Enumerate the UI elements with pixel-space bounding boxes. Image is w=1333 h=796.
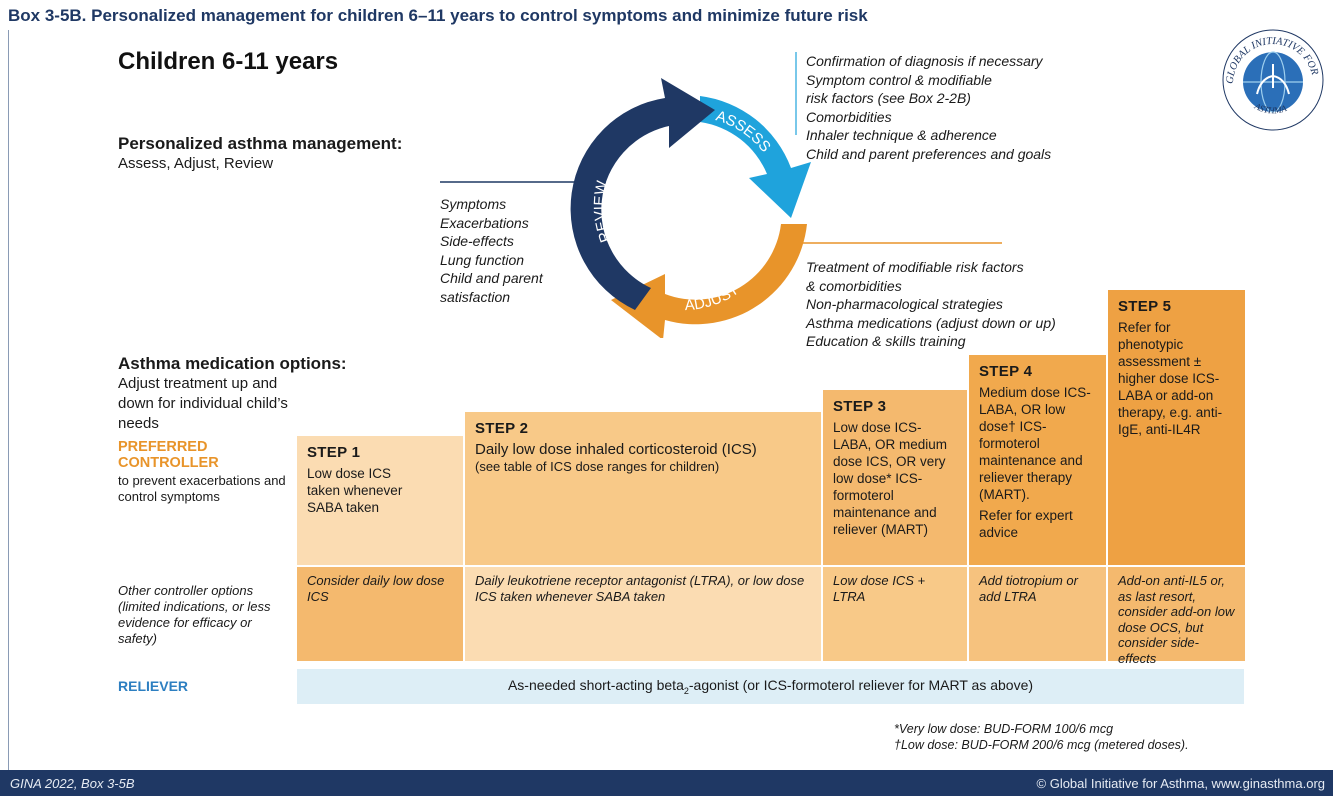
preferred-controller-sub: to prevent exacerbations and control sym… bbox=[118, 473, 286, 504]
preferred-controller-line1: PREFERRED bbox=[118, 439, 208, 455]
footnote-very-low-dose: *Very low dose: BUD-FORM 100/6 mcg bbox=[894, 722, 1114, 736]
adjust-item: Non-pharmacological strategies bbox=[806, 296, 1003, 312]
step-4-note: Refer for expert advice bbox=[979, 508, 1073, 540]
footer-copyright: © Global Initiative for Asthma, www.gina… bbox=[1036, 776, 1325, 791]
step-4: STEP 4 Medium dose ICS-LABA, OR low dose… bbox=[969, 355, 1106, 565]
medication-heading: Asthma medication options: bbox=[118, 354, 347, 373]
management-cycle: ASSESS ADJUST REVIEW bbox=[570, 78, 811, 338]
reliever-text: As-needed short-acting beta2-agonist (or… bbox=[507, 677, 1034, 696]
review-item: Child and parent bbox=[440, 270, 543, 286]
step-5-text: Refer for phenotypic assessment ± higher… bbox=[1118, 320, 1223, 437]
step-3: STEP 3 Low dose ICS-LABA, OR medium dose… bbox=[823, 390, 967, 565]
step-4-title: STEP 4 bbox=[979, 363, 1033, 380]
step-1-text: Low dose ICS taken whenever SABA taken bbox=[307, 466, 403, 515]
assess-item: Child and parent preferences and goals bbox=[806, 145, 1052, 162]
step-5: STEP 5 Refer for phenotypic assessment ±… bbox=[1108, 290, 1245, 565]
step-4-text: Medium dose ICS-LABA, OR low dose† ICS-f… bbox=[979, 385, 1091, 502]
management-heading: Personalized asthma management: bbox=[118, 134, 403, 153]
assess-item: Confirmation of diagnosis if necessary bbox=[806, 53, 1043, 69]
adjust-item: Asthma medications (adjust down or up) bbox=[806, 314, 1056, 331]
step-5-title: STEP 5 bbox=[1118, 298, 1172, 315]
box-title: Box 3-5B. Personalized management for ch… bbox=[8, 6, 868, 25]
assess-item: Inhaler technique & adherence bbox=[806, 127, 997, 143]
reliever-label: RELIEVER bbox=[118, 678, 189, 694]
assess-arrow bbox=[700, 96, 811, 218]
management-subheading: Assess, Adjust, Review bbox=[118, 155, 274, 172]
review-arrow bbox=[570, 78, 715, 310]
review-item: Symptoms bbox=[440, 196, 507, 212]
step-1-title: STEP 1 bbox=[307, 444, 361, 461]
medication-subheading: Adjust treatment up and down for individ… bbox=[118, 375, 288, 432]
step-3-other: Low dose ICS + LTRA bbox=[823, 567, 967, 661]
review-item: Exacerbations bbox=[440, 214, 529, 231]
step-3-title: STEP 3 bbox=[833, 398, 887, 415]
preferred-controller-label: PREFERRED CONTROLLER bbox=[118, 439, 248, 471]
adjust-item: Education & skills training bbox=[806, 333, 966, 349]
adjust-list: Treatment of modifiable risk factors & c… bbox=[806, 258, 1106, 351]
frame-line bbox=[8, 30, 9, 770]
review-list: Symptoms Exacerbations Side-effects Lung… bbox=[440, 195, 590, 306]
footnote-low-dose: †Low dose: BUD-FORM 200/6 mcg (metered d… bbox=[894, 738, 1189, 752]
gina-logo: GLOBAL INITIATIVE FOR ASTHMA bbox=[1222, 29, 1324, 131]
step-2-note: (see table of ICS dose ranges for childr… bbox=[475, 459, 720, 474]
step-2: STEP 2 Daily low dose inhaled corticoste… bbox=[465, 412, 821, 565]
step-4-other: Add tiotropium or add LTRA bbox=[969, 567, 1106, 661]
step-5-other: Add-on anti-IL5 or, as last resort, cons… bbox=[1108, 567, 1245, 666]
footer: GINA 2022, Box 3-5B © Global Initiative … bbox=[0, 770, 1333, 796]
step-2-other: Daily leukotriene receptor antagonist (L… bbox=[465, 567, 821, 661]
assess-list: Confirmation of diagnosis if necessary S… bbox=[806, 52, 1106, 163]
reliever-bar: As-needed short-acting beta2-agonist (or… bbox=[297, 669, 1244, 704]
adjust-item: Treatment of modifiable risk factors bbox=[806, 259, 1024, 275]
assess-item: Comorbidities bbox=[806, 108, 892, 125]
assess-item: Symptom control & modifiable bbox=[806, 71, 992, 88]
review-item: Lung function bbox=[440, 251, 525, 268]
review-item: satisfaction bbox=[440, 288, 511, 305]
review-item: Side-effects bbox=[440, 233, 514, 249]
step-3-text: Low dose ICS-LABA, OR medium dose ICS, O… bbox=[833, 420, 948, 537]
other-controller-label: Other controller options (limited indica… bbox=[118, 583, 271, 646]
lungs-icon bbox=[1256, 64, 1290, 95]
adjust-arrow bbox=[611, 224, 807, 338]
step-2-title: STEP 2 bbox=[475, 420, 529, 437]
step-2-text: Daily low dose inhaled corticosteroid (I… bbox=[475, 441, 757, 458]
step-1: STEP 1 Low dose ICS taken whenever SABA … bbox=[297, 436, 463, 565]
age-group-title: Children 6-11 years bbox=[118, 48, 339, 75]
adjust-item: & comorbidities bbox=[806, 277, 902, 294]
preferred-controller-line2: CONTROLLER bbox=[118, 455, 219, 471]
assess-item: risk factors (see Box 2-2B) bbox=[806, 90, 971, 106]
footer-source: GINA 2022, Box 3-5B bbox=[10, 776, 135, 791]
step-1-other: Consider daily low dose ICS bbox=[297, 567, 463, 661]
